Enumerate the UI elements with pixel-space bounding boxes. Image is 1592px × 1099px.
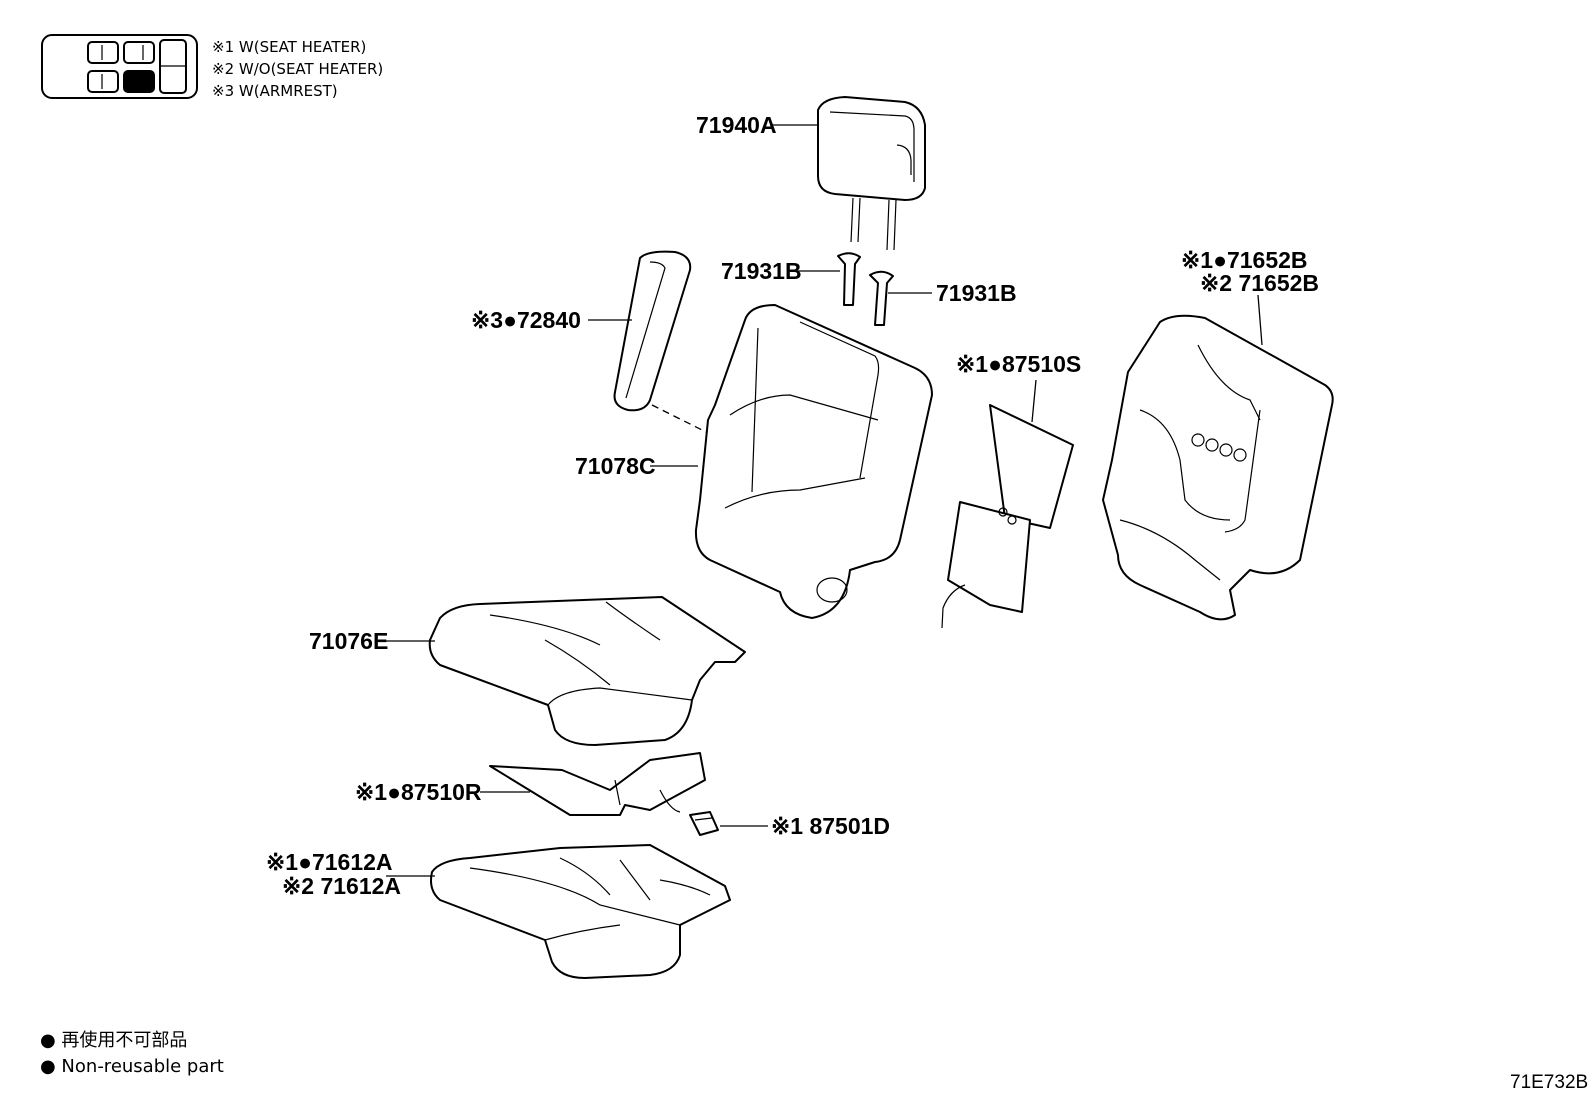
callout-cushion-cover: 71076E [309,628,388,654]
callout-guide-left: 71931B [721,258,802,284]
callout-headrest: 71940A [696,112,777,138]
callout-armrest: ※3●72840 [471,307,581,333]
callout-back-pad-unheated: ※2 71652B [1200,270,1319,296]
headrest-guides-drawing [837,252,894,326]
seatback-heater-drawing [941,404,1074,629]
selected-seat-mark [123,70,155,93]
cushion-pad-drawing [430,844,731,979]
legend-non-reusable-jp: ● 再使用不可部品 [40,1030,187,1051]
callout-cushion-heater: ※1●87510R [355,779,482,805]
legend-non-reusable-en: ● Non-reusable part [40,1056,224,1077]
callout-cushion-pad-heated: ※1●71612A [266,849,393,875]
seatback-pad-drawing [1102,314,1334,621]
armrest-drawing [613,250,692,412]
callout-back-pad-heated: ※1●71652B [1181,247,1308,273]
seatback-cover-drawing [694,304,933,619]
callout-connector: ※1 87501D [771,813,890,839]
callout-guide-right: 71931B [936,280,1017,306]
callout-back-cover: 71078C [575,453,656,479]
callout-cushion-pad-unheated: ※2 71612A [282,873,401,899]
cushion-cover-drawing [428,596,746,746]
headrest-drawing [817,96,926,251]
cushion-heater-drawing [489,752,706,816]
seat-position-key [41,34,198,99]
callout-back-heater: ※1●87510S [956,351,1081,377]
connector-drawing [689,811,719,836]
note-armrest: ※3 W(ARMREST) [212,82,338,100]
note-without-seat-heater: ※2 W/O(SEAT HEATER) [212,60,383,78]
note-seat-heater: ※1 W(SEAT HEATER) [212,38,366,56]
figure-code: 71E732B [1510,1072,1588,1093]
